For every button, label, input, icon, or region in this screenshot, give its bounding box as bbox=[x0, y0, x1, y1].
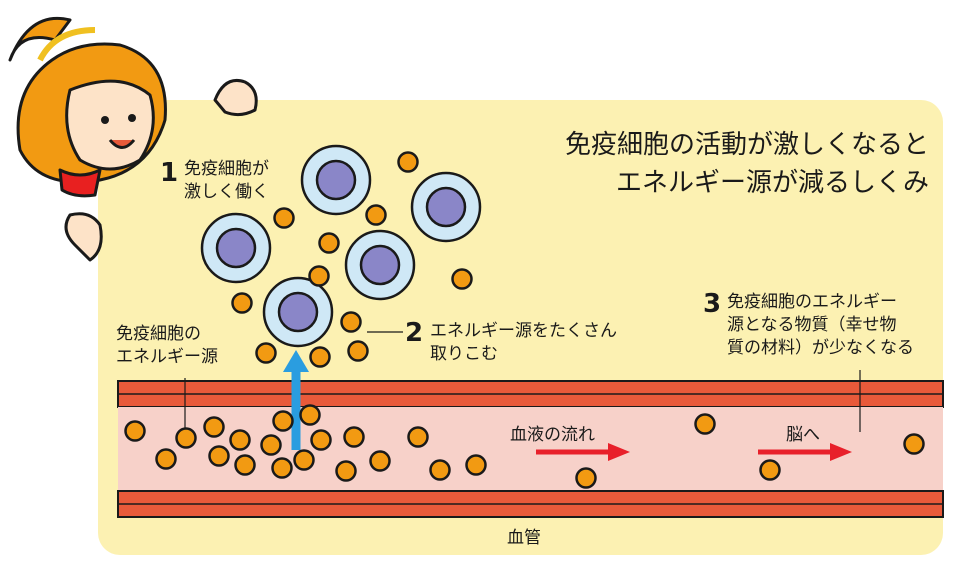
girl-character-illustration bbox=[8, 16, 258, 262]
energy-particle bbox=[208, 445, 230, 467]
step-2-label: エネルギー源をたくさん 取りこむ bbox=[430, 320, 617, 366]
step-3-line-3: 質の材料）が少なくなる bbox=[727, 338, 914, 358]
energy-particle bbox=[903, 433, 925, 455]
energy-particle bbox=[260, 434, 282, 456]
energy-source-line-1: 免疫細胞の bbox=[116, 324, 201, 344]
energy-particle bbox=[299, 404, 321, 426]
energy-particle bbox=[369, 450, 391, 472]
energy-particle bbox=[365, 204, 387, 226]
energy-particle bbox=[273, 207, 295, 229]
energy-particle bbox=[271, 457, 293, 479]
energy-particle bbox=[694, 413, 716, 435]
energy-particle bbox=[124, 420, 146, 442]
energy-particle bbox=[231, 292, 253, 314]
title-line-2: エネルギー源が減るしくみ bbox=[615, 168, 929, 198]
immune-cell bbox=[300, 144, 372, 216]
energy-particle bbox=[335, 460, 357, 482]
step-2-line-1: エネルギー源をたくさん bbox=[430, 321, 617, 341]
step-3-line-1: 免疫細胞のエネルギー bbox=[727, 292, 897, 312]
energy-particle bbox=[347, 340, 369, 362]
immune-cells bbox=[200, 144, 482, 348]
step-1-number: 1 bbox=[160, 158, 179, 188]
step-1-label: 免疫細胞が 激しく働く bbox=[184, 158, 269, 204]
uptake-arrow bbox=[283, 350, 309, 450]
step-1-line-1: 免疫細胞が bbox=[184, 159, 269, 179]
to-brain-label: 脳へ bbox=[786, 425, 820, 445]
energy-particle bbox=[308, 265, 330, 287]
blood-flow-label: 血液の流れ bbox=[510, 425, 595, 445]
energy-particle bbox=[175, 427, 197, 449]
energy-particle bbox=[255, 342, 277, 364]
energy-particle bbox=[465, 454, 487, 476]
title-line-1: 免疫細胞の活動が激しくなると bbox=[564, 130, 929, 160]
energy-particle bbox=[343, 426, 365, 448]
energy-particle bbox=[397, 151, 419, 173]
energy-particle bbox=[759, 459, 781, 481]
energy-particle bbox=[318, 232, 340, 254]
energy-particle bbox=[310, 429, 332, 451]
blood-flow-arrow bbox=[536, 443, 630, 461]
energy-particle bbox=[234, 454, 256, 476]
energy-particle bbox=[451, 268, 473, 290]
diagram-title: 免疫細胞の活動が激しくなると エネルギー源が減るしくみ bbox=[565, 126, 929, 202]
energy-particle bbox=[272, 410, 294, 432]
energy-source-label: 免疫細胞の エネルギー源 bbox=[116, 323, 218, 369]
immune-cell bbox=[200, 212, 272, 284]
energy-particle bbox=[203, 416, 225, 438]
step-2-number: 2 bbox=[405, 318, 424, 348]
energy-particle bbox=[575, 467, 597, 489]
immune-cell bbox=[344, 229, 416, 301]
step-3-line-2: 源となる物質（幸せ物 bbox=[727, 315, 897, 335]
energy-particles bbox=[124, 151, 925, 489]
to-brain-arrow bbox=[758, 443, 852, 461]
step-3-label: 免疫細胞のエネルギー 源となる物質（幸せ物 質の材料）が少なくなる bbox=[727, 291, 914, 360]
energy-particle bbox=[229, 429, 251, 451]
blood-vessel bbox=[117, 380, 944, 518]
energy-particle bbox=[340, 311, 362, 333]
step-1-line-2: 激しく働く bbox=[184, 182, 269, 202]
vessel-lumen bbox=[118, 407, 943, 491]
blood-vessel-label: 血管 bbox=[507, 528, 541, 548]
step-2-line-2: 取りこむ bbox=[430, 344, 498, 364]
energy-particle bbox=[293, 449, 315, 471]
energy-particle bbox=[309, 346, 331, 368]
energy-particle bbox=[407, 426, 429, 448]
energy-source-line-2: エネルギー源 bbox=[116, 347, 218, 367]
energy-particle bbox=[155, 448, 177, 470]
step-3-number: 3 bbox=[703, 289, 722, 319]
immune-cell bbox=[410, 171, 482, 243]
immune-cell bbox=[262, 276, 334, 348]
energy-particle bbox=[429, 459, 451, 481]
